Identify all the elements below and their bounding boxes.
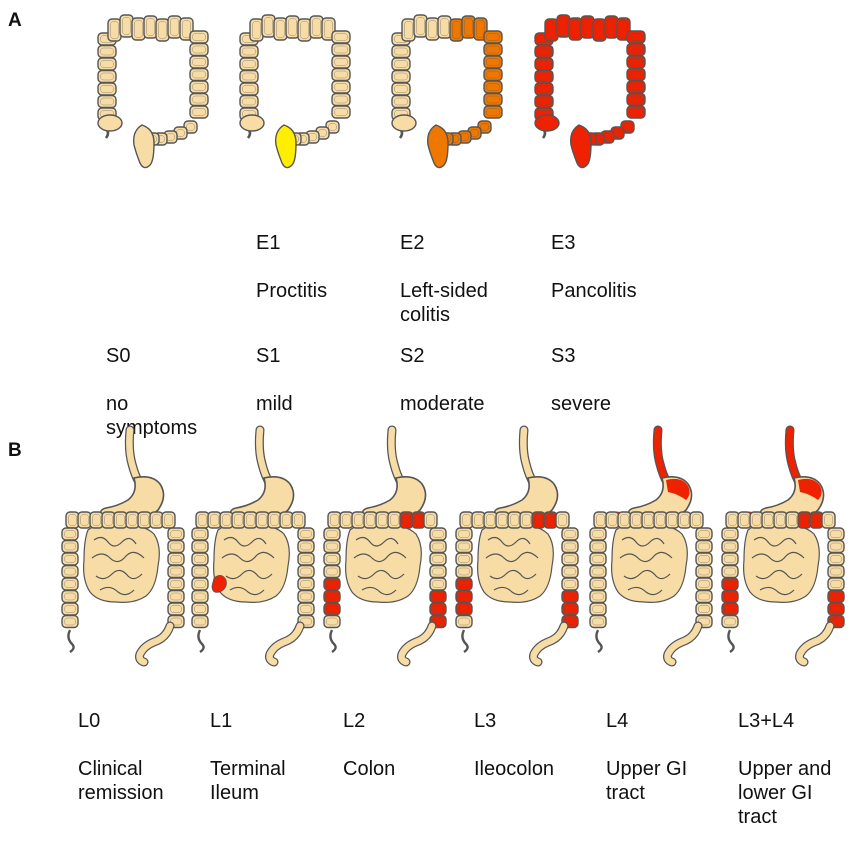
severity-code: S0 — [106, 344, 197, 368]
gi-tract-colon-illustration — [320, 430, 450, 662]
sigmoid-colon — [668, 626, 699, 662]
gi-tract-remission-illustration — [58, 430, 188, 662]
location-text: Clinical remission — [78, 757, 164, 805]
small-intestine — [214, 524, 290, 603]
severity-label-s3: S3 severe — [551, 320, 611, 440]
cecum — [98, 115, 122, 131]
appendix — [68, 630, 73, 652]
colon-proctitis-illustration — [232, 5, 362, 170]
colon-segment — [438, 16, 451, 38]
location-text: Ileocolon — [474, 757, 554, 781]
cecum — [535, 115, 559, 131]
severity-text: severe — [551, 392, 611, 416]
colon-segment — [120, 15, 133, 37]
severity-label-s2: S2 moderate — [400, 320, 485, 440]
colon-segment — [168, 16, 181, 38]
colon-segment — [569, 18, 582, 40]
colon-segment — [310, 16, 323, 38]
colon-segment — [605, 16, 618, 38]
colon-segment — [156, 19, 169, 41]
extent-code: E3 — [551, 231, 637, 255]
sigmoid-colon — [402, 626, 433, 662]
small-intestine — [744, 524, 820, 603]
colon-segment — [108, 19, 121, 41]
rectum — [571, 125, 591, 168]
colon-segment — [414, 15, 427, 37]
location-label-l4: L4 Upper GI tract — [606, 685, 687, 829]
location-code: L3+L4 — [738, 709, 831, 733]
colon-segment — [462, 16, 475, 38]
severity-text: moderate — [400, 392, 485, 416]
severity-code: S1 — [256, 344, 293, 368]
appendix — [198, 630, 203, 652]
extent-text: Pancolitis — [551, 279, 637, 303]
extent-label-e3: E3 Pancolitis — [551, 207, 637, 327]
colon-normal-illustration — [90, 5, 220, 170]
cecum — [240, 115, 264, 131]
gi-tract-ileocolon-illustration — [452, 430, 582, 662]
severity-code: S2 — [400, 344, 485, 368]
gi-tract-terminal-ileum-illustration — [188, 430, 318, 662]
colon-segment — [593, 19, 606, 41]
rectum — [276, 125, 296, 168]
location-text: Upper GI tract — [606, 757, 687, 805]
extent-label-e1: E1 Proctitis — [256, 207, 327, 327]
colon-segment — [286, 16, 299, 38]
colon-segment — [450, 19, 463, 41]
colon-segment — [262, 15, 275, 37]
location-text: Upper and lower GI tract — [738, 757, 831, 829]
small-intestine — [84, 524, 160, 603]
sigmoid-colon — [140, 626, 171, 662]
sigmoid-colon — [270, 626, 301, 662]
severity-code: S3 — [551, 344, 611, 368]
colon-left-sided-colitis-illustration — [384, 5, 514, 170]
small-intestine — [612, 524, 688, 603]
rectum — [134, 125, 154, 168]
location-label-l2: L2 Colon — [343, 685, 395, 805]
location-label-l0: L0 Clinical remission — [78, 685, 164, 829]
location-code: L0 — [78, 709, 164, 733]
location-text: Colon — [343, 757, 395, 781]
extent-code: E2 — [400, 231, 488, 255]
colon-segment — [581, 16, 594, 38]
location-code: L2 — [343, 709, 395, 733]
small-intestine — [478, 524, 554, 603]
colon-segment — [132, 18, 145, 40]
severity-label-s1: S1 mild — [256, 320, 293, 440]
rectum — [428, 125, 448, 168]
appendix — [728, 630, 733, 652]
colon-segment — [426, 18, 439, 40]
appendix — [596, 630, 601, 652]
colon-segment — [545, 19, 558, 41]
location-text: Terminal Ileum — [210, 757, 286, 805]
cecum — [392, 115, 416, 131]
colon-segment — [402, 19, 415, 41]
sigmoid-colon — [800, 626, 831, 662]
appendix — [330, 630, 335, 652]
panel-b-letter: B — [8, 440, 22, 462]
gi-tract-upper-and-lower-gi-illustration — [718, 430, 848, 662]
location-code: L3 — [474, 709, 554, 733]
gi-tract-upper-gi-illustration — [586, 430, 716, 662]
location-code: L1 — [210, 709, 286, 733]
small-intestine — [346, 524, 422, 603]
colon-pancolitis-illustration — [527, 5, 657, 170]
extent-code: E1 — [256, 231, 327, 255]
extent-text: Proctitis — [256, 279, 327, 303]
colon-segment — [144, 16, 157, 38]
colon-segment — [298, 19, 311, 41]
location-code: L4 — [606, 709, 687, 733]
location-label-l3: L3 Ileocolon — [474, 685, 554, 805]
colon-segment — [250, 19, 263, 41]
colon-segment — [557, 15, 570, 37]
sigmoid-colon — [534, 626, 565, 662]
location-label-l1: L1 Terminal Ileum — [210, 685, 286, 829]
colon-segment — [274, 18, 287, 40]
panel-a-letter: A — [8, 10, 22, 32]
location-label-l3-l4: L3+L4 Upper and lower GI tract — [738, 685, 831, 853]
severity-text: mild — [256, 392, 293, 416]
appendix — [462, 630, 467, 652]
